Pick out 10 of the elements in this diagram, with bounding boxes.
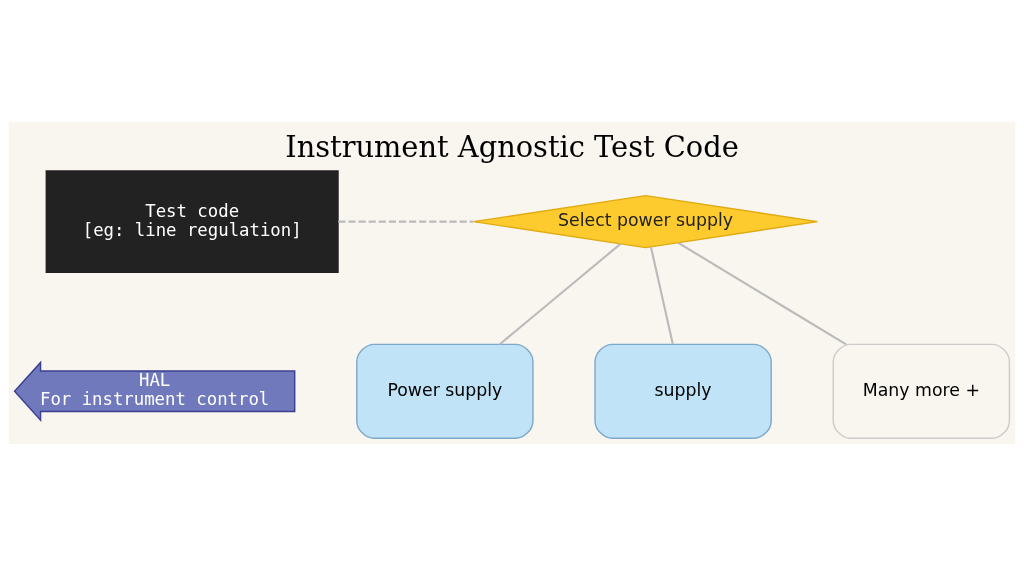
node-box: Test code [eg: line regulation] <box>45 170 339 273</box>
connector <box>338 220 474 223</box>
connector <box>649 246 674 345</box>
node-box: supply <box>594 343 772 439</box>
node-box: Many more + <box>832 343 1011 439</box>
node-diamond: Select power supply <box>472 194 819 249</box>
connector <box>677 241 847 346</box>
diagram-title: Instrument Agnostic Test Code <box>285 129 739 164</box>
connector <box>499 243 622 346</box>
node-box: Power supply <box>356 343 534 439</box>
